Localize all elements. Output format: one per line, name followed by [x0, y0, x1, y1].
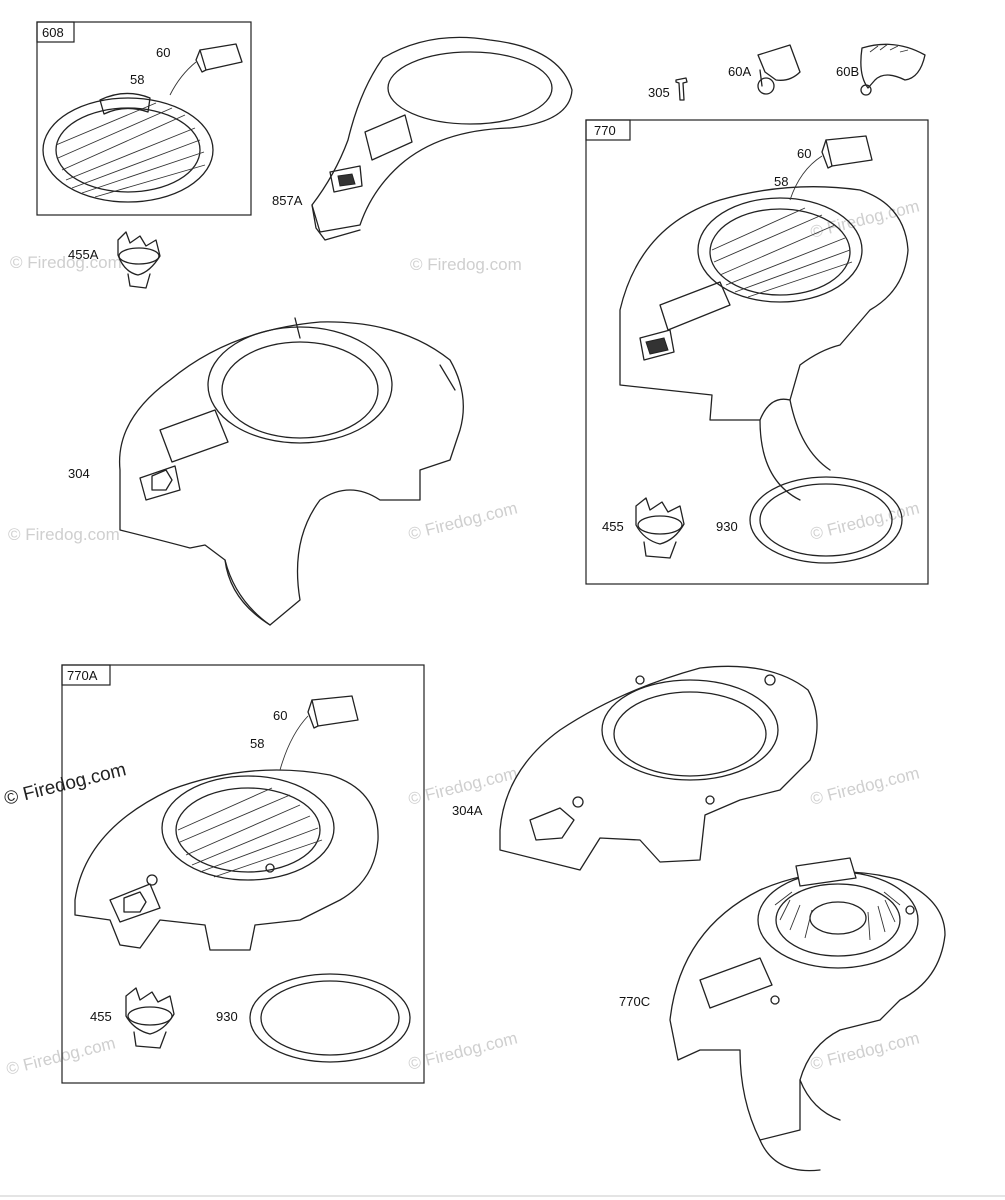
- callout-857a: 857A: [272, 193, 303, 208]
- watermark: © Firedog.com: [410, 255, 522, 274]
- part-857a: 857A: [272, 36, 573, 241]
- callout-455: 455: [602, 519, 624, 534]
- gasket-ring-930: [249, 973, 411, 1063]
- starter-handle-60: [311, 695, 359, 727]
- group-770a: 770A 60 58 455 930: [61, 664, 425, 1084]
- callout-58: 58: [130, 72, 144, 87]
- blower-cover-outline: [311, 36, 573, 233]
- callout-60a: 60A: [728, 64, 751, 79]
- gasket-ring-930: [749, 476, 903, 564]
- group-608-label: 608: [42, 25, 64, 40]
- callout-930: 930: [716, 519, 738, 534]
- callout-60: 60: [273, 708, 287, 723]
- part-304: 304: [68, 317, 464, 626]
- watermark: © Firedog.com: [808, 1028, 921, 1073]
- handle-60b: [860, 43, 926, 89]
- starter-handle-60: [825, 135, 873, 167]
- screw-305: [675, 77, 688, 101]
- group-770a-frame: [61, 664, 425, 1084]
- rewind-starter-outline: [42, 97, 214, 203]
- handle-60a: [757, 44, 801, 81]
- starter-cup-455a: [117, 231, 161, 276]
- blower-housing-304a: [499, 665, 818, 871]
- part-455a: 455A: [68, 231, 161, 289]
- group-770: 770 60 58 455 930: [585, 119, 929, 585]
- callout-455a: 455A: [68, 247, 99, 262]
- watermark: © Firedog.com: [8, 525, 120, 544]
- callout-304: 304: [68, 466, 90, 481]
- group-608-tag: [36, 21, 75, 43]
- starter-handle: [795, 857, 857, 887]
- callout-930: 930: [216, 1009, 238, 1024]
- callout-455: 455: [90, 1009, 112, 1024]
- blower-housing-304: [118, 321, 464, 626]
- watermark: © Firedog.com: [808, 763, 921, 808]
- callout-60: 60: [797, 146, 811, 161]
- callout-60: 60: [156, 45, 170, 60]
- watermark-layer: © Firedog.com © Firedog.com © Firedog.co…: [2, 196, 921, 1078]
- group-770a-label: 770A: [67, 668, 98, 683]
- watermark: © Firedog.com: [10, 253, 122, 272]
- blower-assembly-770c: [669, 871, 946, 1141]
- blower-housing-770a: [74, 769, 379, 951]
- callout-305: 305: [648, 85, 670, 100]
- callout-58: 58: [250, 736, 264, 751]
- part-770c: 770C: [619, 857, 946, 1172]
- group-608-frame: [36, 21, 252, 216]
- callout-60b: 60B: [836, 64, 859, 79]
- watermark-prominent: © Firedog.com: [2, 759, 128, 810]
- part-304a: 304A: [452, 665, 818, 871]
- watermark: © Firedog.com: [4, 1033, 117, 1078]
- starter-cup-455: [635, 497, 685, 545]
- group-608: 608 60 58: [36, 21, 252, 216]
- group-770-frame: [585, 119, 929, 585]
- callout-304a: 304A: [452, 803, 483, 818]
- starter-cup-455: [125, 987, 175, 1035]
- callout-58: 58: [774, 174, 788, 189]
- group-770-tag: [585, 119, 631, 141]
- watermark: © Firedog.com: [406, 498, 519, 543]
- watermark: © Firedog.com: [808, 498, 921, 543]
- parts-handles: 305 60A 60B: [648, 43, 926, 101]
- watermark: © Firedog.com: [406, 1028, 519, 1073]
- group-770a-tag: [61, 664, 111, 686]
- callout-770c: 770C: [619, 994, 650, 1009]
- starter-handle-60: [199, 43, 243, 71]
- group-770-label: 770: [594, 123, 616, 138]
